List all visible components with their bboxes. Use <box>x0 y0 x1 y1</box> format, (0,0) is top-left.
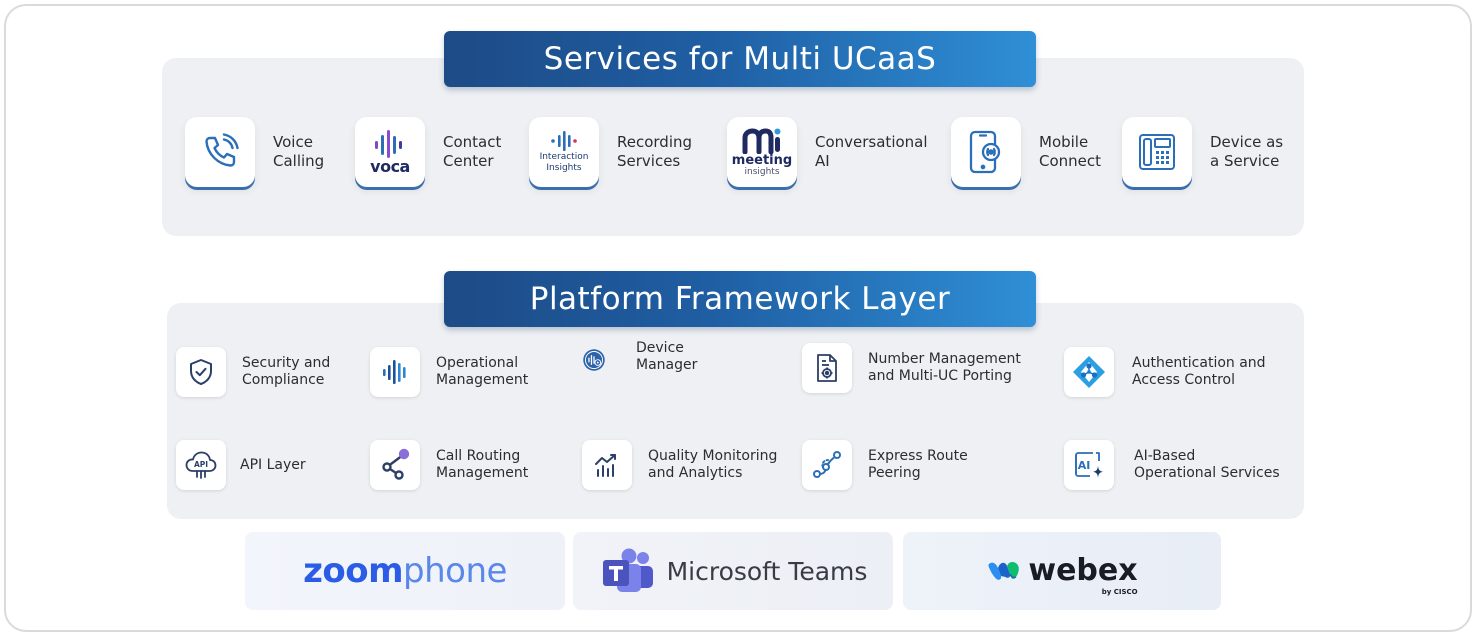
api-icon-text: API <box>194 460 208 469</box>
phone-call-icon <box>185 117 255 187</box>
microsoft-teams-logo: Microsoft Teams <box>573 532 893 610</box>
interaction-insights-logo: Interaction Insights <box>529 117 599 187</box>
platform-label: Authentication and Access Control <box>1132 355 1266 388</box>
mobile-phone-icon <box>951 117 1021 187</box>
meeting-insights-logo: meeting insights <box>727 117 797 187</box>
ai-icon-text: AI <box>1078 459 1091 472</box>
platform-label: Quality Monitoring and Analytics <box>648 448 778 481</box>
platform-item-express-route: Express Route Peering <box>802 440 968 490</box>
platform-item-ai-operational: AI AI-Based Operational Services <box>1064 440 1280 490</box>
platform-item-api-layer: API API Layer <box>176 440 306 490</box>
service-recording: Interaction Insights Recording Services <box>529 117 692 187</box>
service-device-as-a-service: Device as a Service <box>1122 117 1283 187</box>
platform-panel <box>167 303 1304 519</box>
insights-text: Insights <box>546 163 582 173</box>
device-manager-icon <box>582 345 606 371</box>
document-gear-icon <box>802 343 852 393</box>
platform-item-call-routing: Call Routing Management <box>370 440 528 490</box>
platform-banner: Platform Framework Layer <box>444 271 1036 327</box>
platform-label: API Layer <box>240 456 306 473</box>
service-label: Voice Calling <box>273 133 325 170</box>
services-banner: Services for Multi UCaaS <box>444 31 1036 87</box>
platform-label: Device Manager <box>636 340 698 373</box>
platform-label: Express Route Peering <box>868 448 968 481</box>
share-nodes-icon <box>370 440 420 490</box>
platform-item-operational: Operational Management <box>370 347 528 397</box>
service-conversational-ai: meeting insights Conversational AI <box>727 117 928 187</box>
webex-lockup: webex by CISCO <box>986 553 1138 596</box>
service-voice-calling: Voice Calling <box>185 117 324 187</box>
platform-label: Number Management and Multi-UC Porting <box>868 351 1021 384</box>
service-label: Contact Center <box>443 133 502 170</box>
platform-label: AI-Based Operational Services <box>1134 448 1280 481</box>
by-cisco-text: by CISCO <box>1101 588 1138 596</box>
meeting-insights-text: insights <box>744 166 780 177</box>
service-label: Recording Services <box>617 133 693 170</box>
api-cloud-icon: API <box>176 440 226 490</box>
platform-label: Call Routing Management <box>436 448 529 481</box>
webex-logo: webex by CISCO <box>903 532 1221 610</box>
azure-ad-icon <box>1064 347 1114 397</box>
platform-item-security: Security and Compliance <box>176 347 330 397</box>
teams-text: Microsoft Teams <box>666 556 868 586</box>
service-label: Device as a Service <box>1210 133 1284 170</box>
desk-phone-icon <box>1122 117 1192 187</box>
zoom-phone-logo: zoomphone <box>245 532 565 610</box>
service-label: Mobile Connect <box>1039 133 1102 170</box>
platform-label: Operational Management <box>436 355 529 388</box>
teams-icon <box>602 548 653 592</box>
webex-icon <box>988 561 1020 580</box>
platform-item-quality-monitoring: Quality Monitoring and Analytics <box>582 440 777 490</box>
webex-text: webex <box>1028 553 1138 588</box>
platform-item-authentication: Authentication and Access Control <box>1064 347 1266 397</box>
interaction-text: Interaction <box>539 152 589 162</box>
platform-item-device-manager: Device Manager <box>582 340 697 374</box>
service-mobile-connect: Mobile Connect <box>951 117 1101 187</box>
platform-item-number-management: Number Management and Multi-UC Porting <box>802 343 1021 393</box>
ai-sparkle-icon: AI <box>1064 440 1114 490</box>
waveform-icon <box>370 347 420 397</box>
platform-label: Security and Compliance <box>242 355 331 388</box>
platform-title: Platform Framework Layer <box>529 281 951 317</box>
shield-check-icon <box>176 347 226 397</box>
zoom-text: zoom <box>303 551 404 591</box>
services-title: Services for Multi UCaaS <box>543 41 937 77</box>
phone-text: phone <box>403 551 507 591</box>
meeting-text: meeting <box>731 152 793 168</box>
analytics-chart-icon <box>582 440 632 490</box>
service-contact-center: voca Contact Center <box>355 117 501 187</box>
route-path-icon <box>802 440 852 490</box>
service-label: Conversational AI <box>815 133 928 170</box>
voca-logo: voca <box>355 117 425 187</box>
voca-text: voca <box>370 157 410 176</box>
